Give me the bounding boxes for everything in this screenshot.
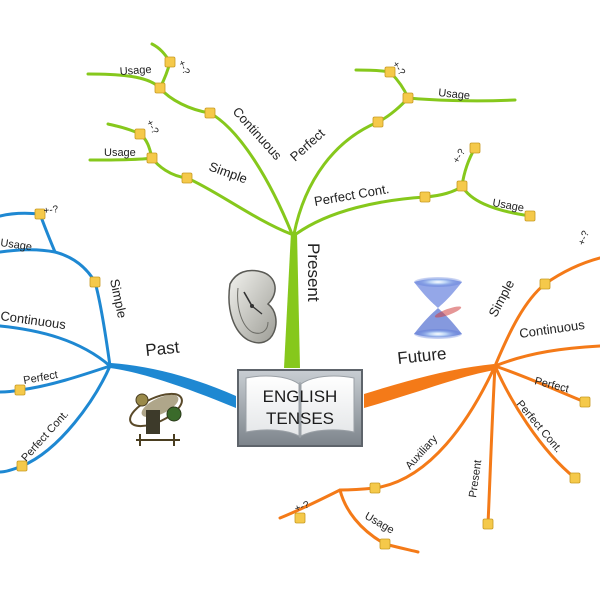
leaf-marker-icon[interactable] xyxy=(154,82,166,94)
past-continuous-connector xyxy=(0,324,112,368)
present-simple-label[interactable]: Simple xyxy=(207,159,249,187)
leaf-marker-icon[interactable] xyxy=(482,518,494,530)
leaf-marker-icon[interactable] xyxy=(369,482,381,494)
leaf-marker-icon[interactable] xyxy=(134,128,146,140)
present-continuous-q-label[interactable]: +-? xyxy=(175,59,191,77)
leaf-marker-icon[interactable] xyxy=(164,56,176,68)
leaf-marker-icon[interactable] xyxy=(456,180,468,192)
present-simple-q-label[interactable]: +-? xyxy=(143,118,160,137)
leaf-marker-icon[interactable] xyxy=(146,152,158,164)
present-label[interactable]: Present xyxy=(304,243,323,302)
center-title-line2: TENSES xyxy=(266,409,334,428)
leaf-marker-icon[interactable] xyxy=(34,208,46,220)
future-perfect-connector xyxy=(493,364,587,404)
leaf-marker-icon[interactable] xyxy=(524,210,536,222)
future-simple-q-label[interactable]: +-? xyxy=(576,229,592,247)
present-pc-usage-label[interactable]: Usage xyxy=(491,197,524,214)
leaf-marker-icon[interactable] xyxy=(569,472,581,484)
past-simple-connector xyxy=(93,280,112,368)
present-perfectcont-connector xyxy=(294,195,427,236)
leaf-marker-icon[interactable] xyxy=(419,191,431,203)
present-perfect-stem xyxy=(376,96,517,124)
leaf-marker-icon[interactable] xyxy=(539,278,551,290)
past-trunk xyxy=(110,363,236,408)
future-auxiliary-connector xyxy=(373,364,497,490)
leaf-marker-icon[interactable] xyxy=(402,92,414,104)
wormhole-icon xyxy=(414,277,462,339)
past-perfectcont-connector xyxy=(20,364,112,468)
present-simple-usage-label[interactable]: Usage xyxy=(104,147,136,159)
future-aux-q-label[interactable]: +-? xyxy=(293,499,311,515)
future-perfectcont-label[interactable]: Perfect Cont. xyxy=(514,398,564,455)
present-perfectcont-label[interactable]: Perfect Cont. xyxy=(313,181,390,209)
future-present-connector xyxy=(486,364,497,526)
leaf-marker-icon[interactable] xyxy=(181,172,193,184)
future-continuous-connector xyxy=(493,344,600,368)
past-simple-label[interactable]: Simple xyxy=(107,278,130,320)
past-simple-stem xyxy=(0,248,97,284)
future-simple-label[interactable]: Simple xyxy=(485,277,517,319)
book-right-page xyxy=(300,375,355,437)
present-simple-connector xyxy=(185,176,293,236)
leaf-marker-icon[interactable] xyxy=(204,107,216,119)
future-label[interactable]: Future xyxy=(396,344,447,368)
future-continuous-label[interactable]: Continuous xyxy=(518,317,586,341)
leaf-markers xyxy=(14,56,591,550)
central-book[interactable]: ENGLISH TENSES xyxy=(237,369,363,447)
leaf-marker-icon[interactable] xyxy=(469,142,481,154)
present-pc-q-label[interactable]: +-? xyxy=(451,147,468,166)
past-simple-usage-label[interactable]: Usage xyxy=(0,237,33,253)
future-simple-connector xyxy=(493,282,547,368)
melting-clock-icon xyxy=(228,269,277,344)
present-simple-stem xyxy=(88,156,189,180)
present-continuous-stem xyxy=(86,72,212,115)
present-continuous-connector xyxy=(208,111,294,236)
leaf-marker-icon[interactable] xyxy=(16,460,28,472)
present-perfect-usage-label[interactable]: Usage xyxy=(438,87,471,102)
present-perfect-label[interactable]: Perfect xyxy=(287,125,328,164)
book-left-page xyxy=(245,375,300,437)
present-continuous-label[interactable]: Continuous xyxy=(230,104,285,163)
future-branch xyxy=(278,256,600,554)
past-label[interactable]: Past xyxy=(144,337,180,359)
future-perfect-label[interactable]: Perfect xyxy=(533,375,570,395)
future-perfectcont-connector xyxy=(493,364,577,480)
leaf-marker-icon[interactable] xyxy=(579,396,591,408)
center-title-line1: ENGLISH xyxy=(263,387,338,406)
past-perfect-connector xyxy=(18,364,112,392)
leaf-marker-icon[interactable] xyxy=(14,384,26,396)
leaf-marker-icon[interactable] xyxy=(372,116,384,128)
future-simple-stem xyxy=(543,256,600,286)
leaf-marker-icon[interactable] xyxy=(384,66,396,78)
present-continuous-usage-label[interactable]: Usage xyxy=(119,64,152,78)
leaf-marker-icon[interactable] xyxy=(294,512,306,524)
leaf-marker-icon[interactable] xyxy=(379,538,391,550)
leaf-marker-icon[interactable] xyxy=(89,276,101,288)
future-aux-stem xyxy=(278,486,377,520)
time-machine-icon xyxy=(129,392,183,446)
future-trunk xyxy=(364,364,495,408)
past-simple-q-label[interactable]: +-? xyxy=(43,204,60,217)
past-branch xyxy=(0,211,236,474)
present-perfect-connector xyxy=(292,120,380,236)
past-perfect-label[interactable]: Perfect xyxy=(22,369,58,387)
future-present-label[interactable]: Present xyxy=(467,459,484,498)
present-trunk xyxy=(284,232,300,368)
